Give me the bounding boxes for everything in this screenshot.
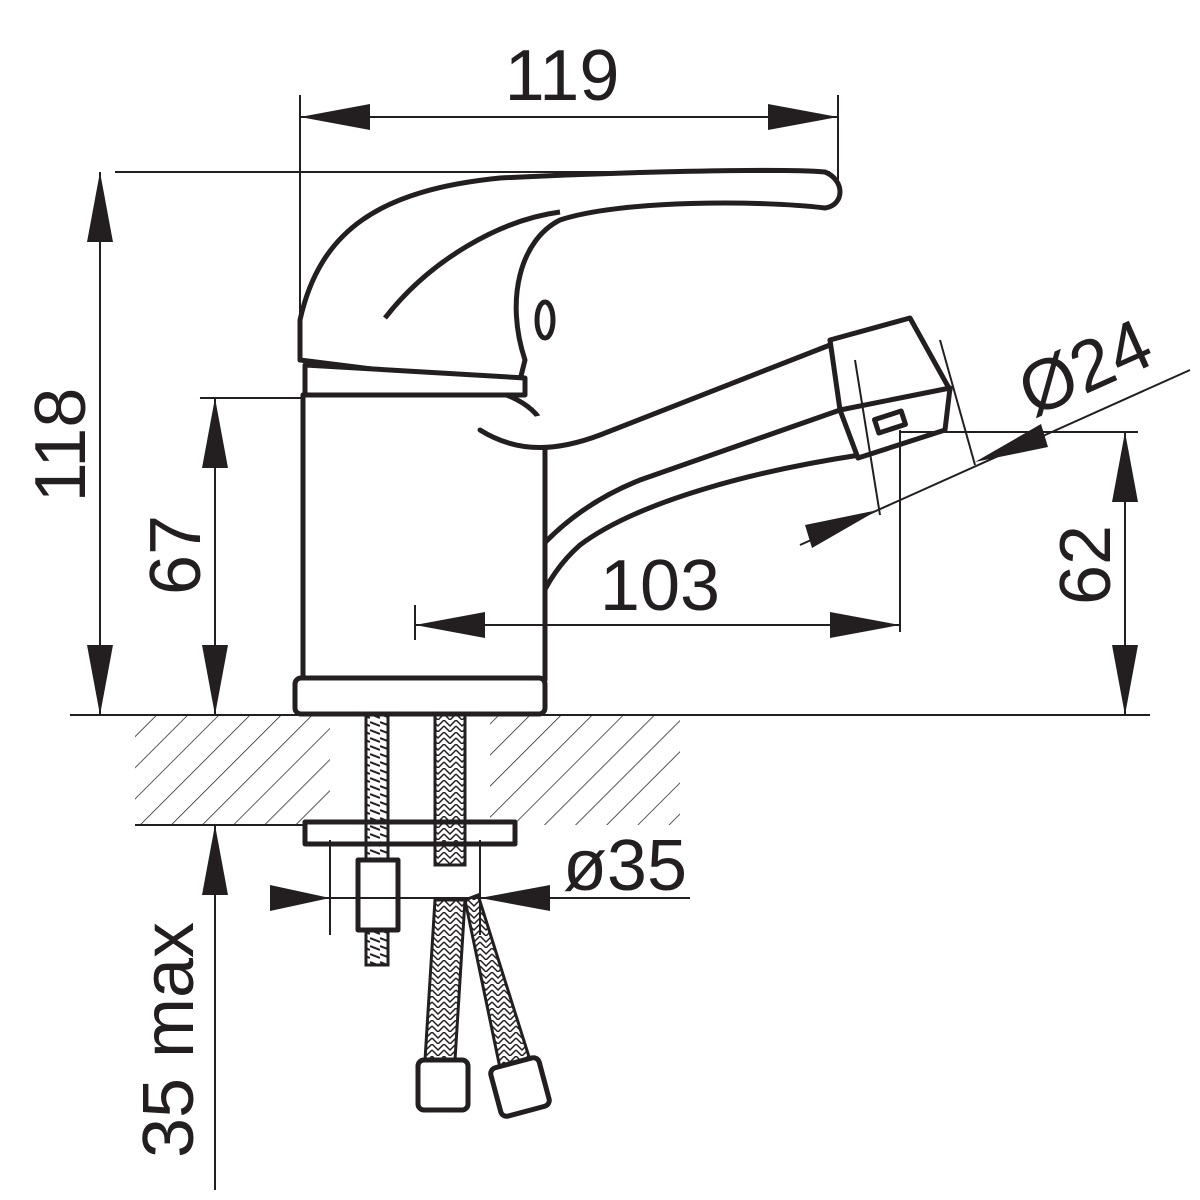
base-flange xyxy=(292,675,548,717)
hose-nut xyxy=(415,1057,471,1113)
faucet xyxy=(292,167,953,1119)
dimension-lines xyxy=(87,95,1191,1190)
dim-spout-height: 62 xyxy=(1046,525,1126,605)
dim-body-height: 67 xyxy=(136,515,216,595)
lever-handle xyxy=(297,167,843,383)
dim-mounting-hole: ø35 xyxy=(563,826,687,906)
nut xyxy=(355,857,401,933)
dim-overall-height: 118 xyxy=(21,388,101,503)
mounting-plate xyxy=(302,819,518,847)
countertop-section xyxy=(70,714,1150,826)
hose xyxy=(433,713,467,867)
dim-max-deck-thickness: 35 max xyxy=(129,922,209,1158)
dim-overall-width: 119 xyxy=(505,36,620,116)
dim-spout-reach: 103 xyxy=(600,546,720,626)
dim-aerator-diameter: Ø24 xyxy=(1007,304,1164,432)
